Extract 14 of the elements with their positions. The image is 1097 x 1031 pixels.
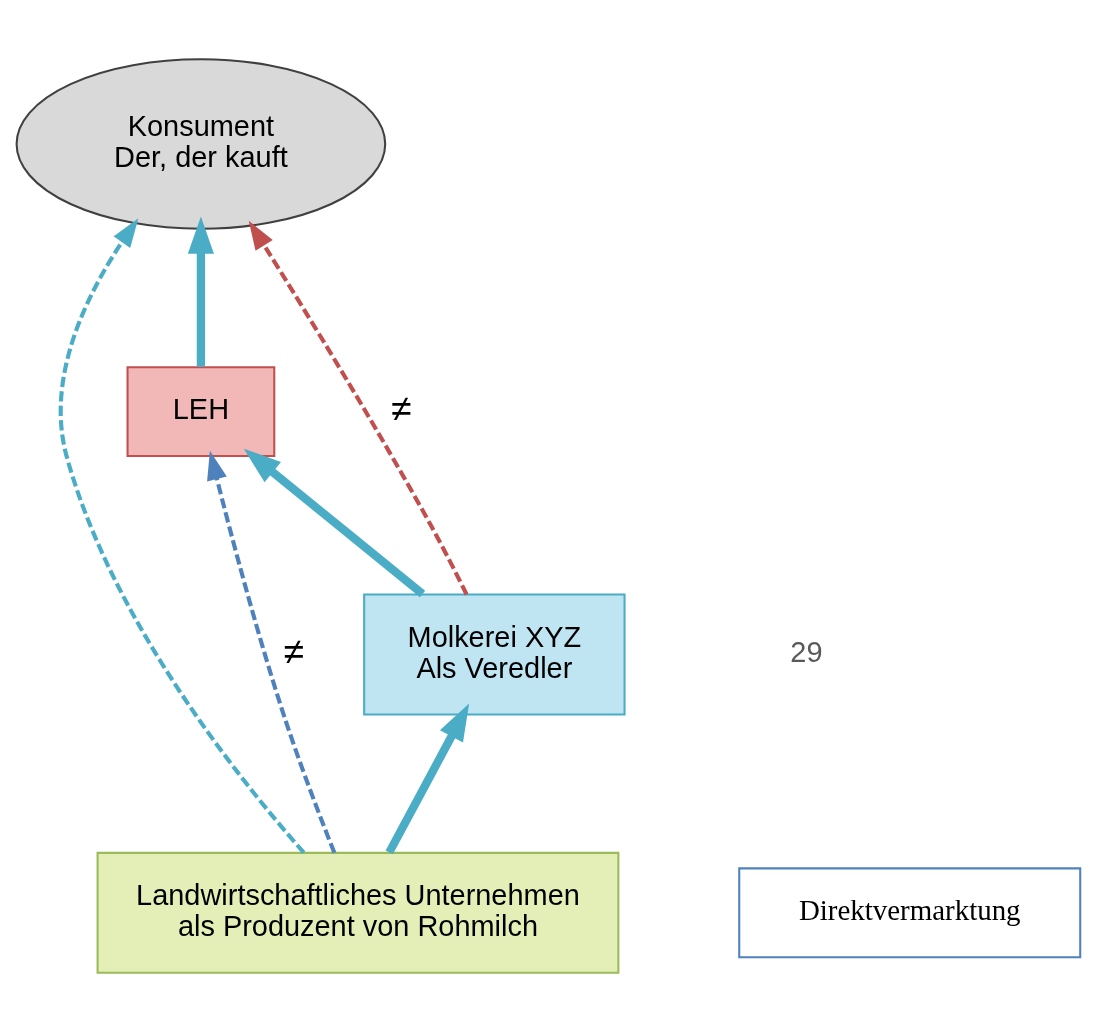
- node-box: Landwirtschaftliches Unternehmen als Produzent von Rohmilch: [96, 851, 620, 974]
- edge-label: ≠: [391, 386, 412, 429]
- arrow: [207, 450, 337, 854]
- arrow: [187, 215, 214, 367]
- arrow: [243, 448, 426, 597]
- arrow: [58, 217, 306, 854]
- node-box: Molkerei XYZ Als Veredler: [363, 593, 626, 715]
- node-box: Direktvermarktung: [738, 866, 1082, 958]
- node-box: LEH: [126, 365, 276, 457]
- label: 29: [790, 635, 823, 668]
- node-ellipse: Konsument Der, der kauft: [15, 57, 387, 230]
- arrow: [385, 703, 470, 854]
- edge-label: ≠: [283, 629, 305, 672]
- arrow: [248, 220, 469, 595]
